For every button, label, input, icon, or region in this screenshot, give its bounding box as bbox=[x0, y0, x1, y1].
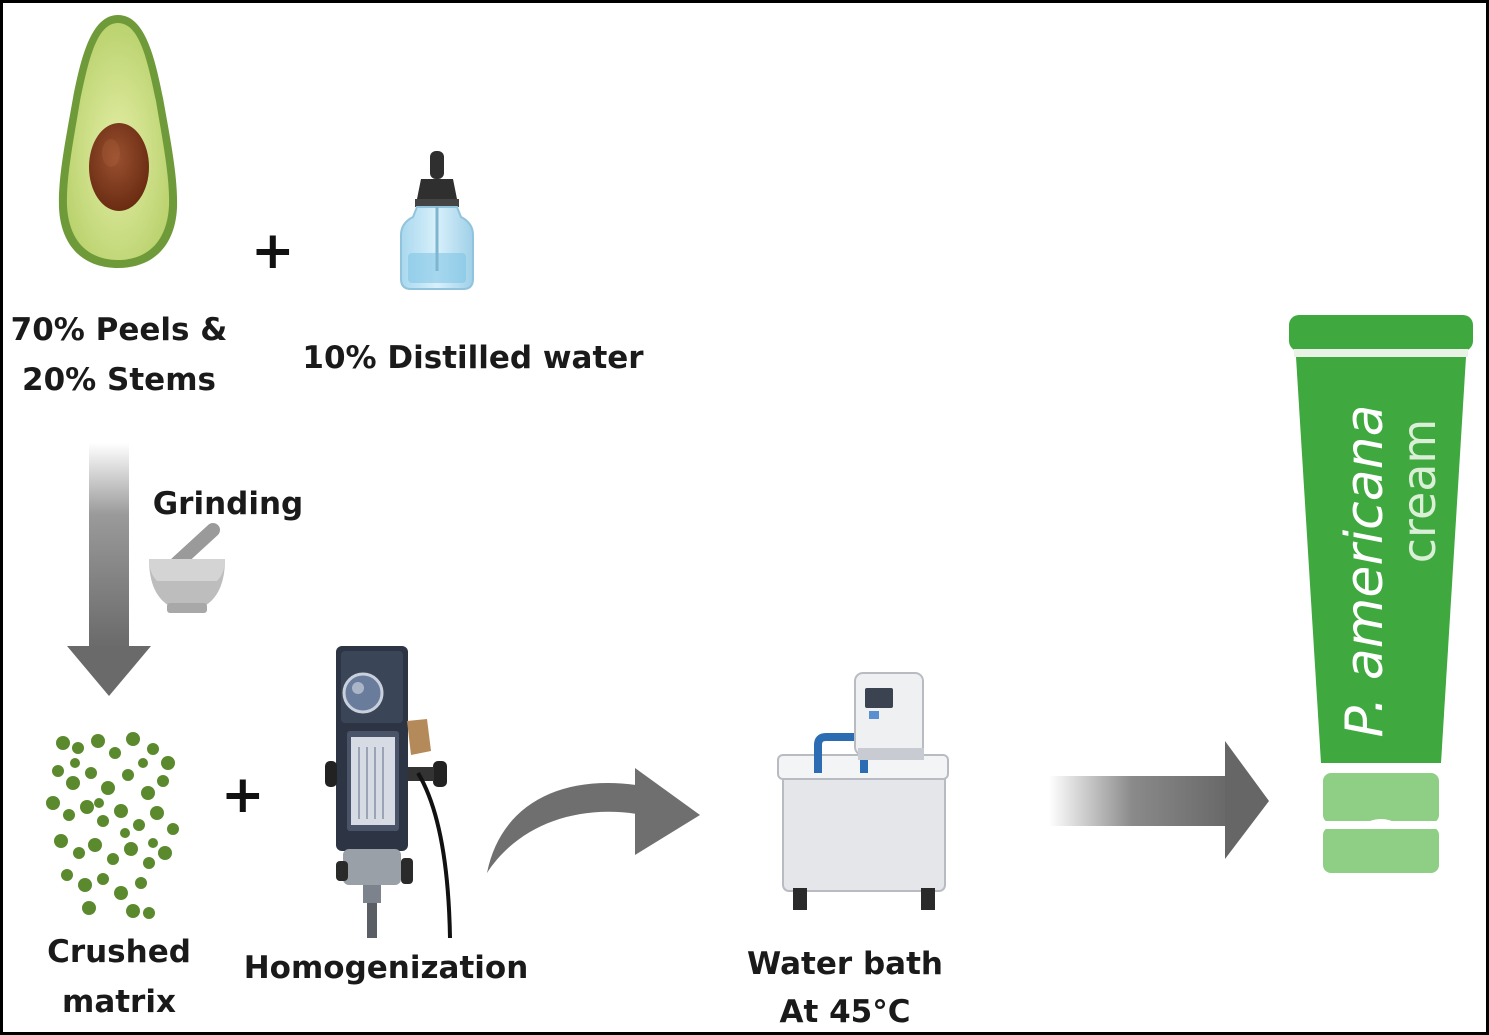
tube-type-text: cream bbox=[1392, 418, 1446, 564]
crushed-label-line1: Crushed bbox=[47, 934, 191, 970]
crushed-matrix-icon bbox=[46, 732, 179, 919]
homogenizer-icon bbox=[325, 646, 452, 939]
water-bath-label-line1: Water bath bbox=[747, 946, 943, 982]
avocado-label-line2: 20% Stems bbox=[22, 362, 216, 398]
water-bath-icon bbox=[777, 672, 949, 910]
right-arrow bbox=[1049, 741, 1269, 859]
water-bath-label-line2: At 45°C bbox=[779, 994, 911, 1030]
avocado-icon bbox=[58, 15, 178, 268]
diagram-artwork bbox=[46, 15, 1473, 939]
dropper-bottle-icon bbox=[400, 151, 474, 290]
curved-arrow bbox=[487, 768, 700, 873]
tube-brand-text: P. americana bbox=[1335, 404, 1395, 738]
mortar-pestle-icon bbox=[149, 523, 225, 613]
water-label: 10% Distilled water bbox=[302, 340, 644, 376]
crushed-label-line2: matrix bbox=[62, 984, 176, 1020]
homogenization-label: Homogenization bbox=[243, 950, 529, 986]
plus-sign-bottom: + bbox=[221, 765, 265, 825]
plus-sign-top: + bbox=[251, 221, 295, 281]
grinding-down-arrow bbox=[67, 443, 151, 696]
grinding-label: Grinding bbox=[152, 486, 304, 522]
avocado-label-line1: 70% Peels & bbox=[10, 312, 228, 348]
cream-tube-icon bbox=[1289, 315, 1473, 873]
